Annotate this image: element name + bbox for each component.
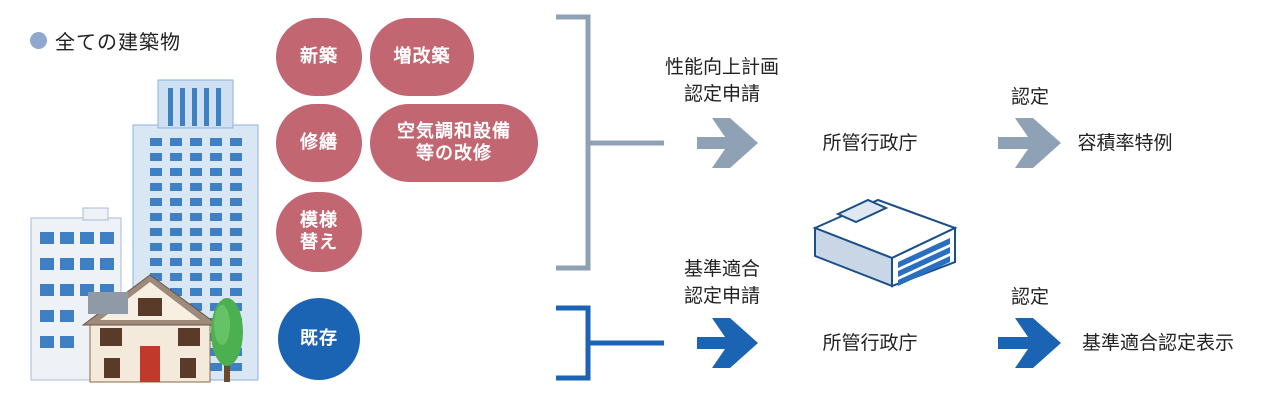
category-moyougae: 模様 替え — [276, 192, 362, 272]
lower-approval-label: 認定 — [1010, 286, 1049, 308]
category-shuzen: 修繕 — [276, 104, 362, 182]
upper-approval-label: 認定 — [1010, 86, 1049, 108]
lower-result-label: 基準適合認定表示 — [1081, 332, 1234, 354]
category-zoukaichiku-label: 増改築 — [393, 46, 451, 68]
lower-application-label: 基準適合 認定申請 — [683, 258, 760, 307]
legend-dot-icon — [30, 32, 47, 49]
upper-application-label: 性能向上計画 認定申請 — [664, 56, 779, 105]
lower-arrow-2-icon — [998, 318, 1061, 368]
category-moyougae-label: 模様 替え — [300, 210, 338, 253]
category-kuuki-label: 空気調和設備 等の改修 — [397, 121, 511, 164]
category-shuzen-label: 修繕 — [300, 132, 338, 154]
upper-bracket — [556, 14, 591, 271]
upper-arrow-2-icon — [998, 118, 1061, 168]
legend-label: 全ての建築物 — [55, 30, 181, 54]
lower-arrow-1-icon — [697, 318, 758, 368]
city-buildings-icon — [30, 79, 259, 383]
upper-authority-label: 所管行政庁 — [822, 132, 918, 154]
category-kizon: 既存 — [278, 298, 360, 380]
upper-arrow-1-icon — [697, 118, 758, 168]
legend: 全ての建築物 — [30, 26, 181, 55]
upper-result-label: 容積率特例 — [1077, 132, 1173, 154]
government-office-icon — [812, 198, 958, 288]
category-shinchiku: 新築 — [276, 18, 362, 96]
category-kuuki: 空気調和設備 等の改修 — [370, 104, 538, 182]
category-shinchiku-label: 新築 — [300, 46, 338, 68]
lower-bracket — [556, 305, 591, 381]
category-zoukaichiku: 増改築 — [370, 18, 474, 96]
lower-authority-label: 所管行政庁 — [822, 332, 918, 354]
category-kizon-label: 既存 — [300, 328, 338, 350]
